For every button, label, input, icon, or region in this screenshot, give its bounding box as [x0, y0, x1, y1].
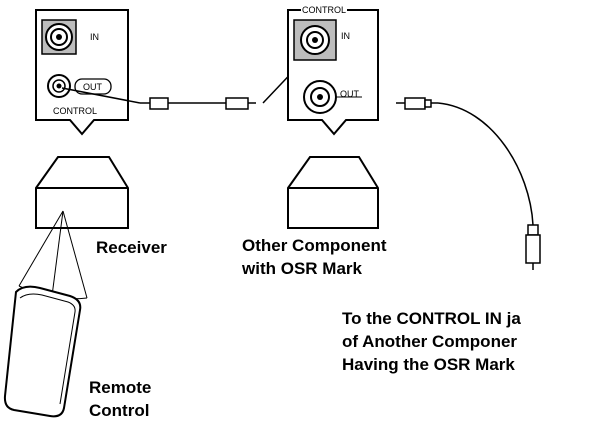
receiver-in-jack: [41, 19, 77, 55]
receiver-in-label: IN: [90, 32, 99, 42]
other-out-label: OUT: [340, 89, 359, 99]
remote-control: [3, 285, 82, 418]
outgoing-cable: [396, 97, 541, 270]
other-component-caption-line1: Other Component: [242, 236, 387, 255]
other-component-out-jack: [303, 80, 362, 114]
to-control-caption-line2: of Another Componer: [342, 332, 518, 351]
to-control-caption-line1: To the CONTROL IN ja: [342, 309, 521, 328]
other-component-in-jack: [293, 19, 337, 61]
receiver-control-out-jack: [47, 74, 112, 98]
receiver-box: [35, 156, 129, 229]
other-component-box: [287, 156, 379, 229]
receiver-caption: Receiver: [96, 238, 167, 257]
to-control-caption-line3: Having the OSR Mark: [342, 355, 515, 374]
remote-caption-line2: Control: [89, 401, 150, 420]
remote-caption-line1: Remote: [89, 378, 152, 397]
receiver-control-label: CONTROL: [53, 106, 98, 116]
receiver-out-label: OUT: [83, 82, 102, 92]
other-component-caption-line2: with OSR Mark: [242, 259, 362, 278]
other-control-label: CONTROL: [301, 5, 348, 15]
other-in-label: IN: [341, 31, 350, 41]
